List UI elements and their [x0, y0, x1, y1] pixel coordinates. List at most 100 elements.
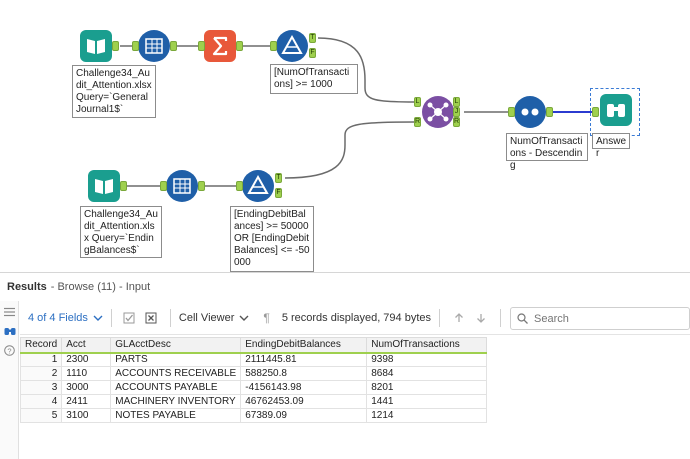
- table-row[interactable]: 1 2300 PARTS 2111445.81 9398: [19, 352, 488, 367]
- cell-acct: 2411: [61, 394, 112, 409]
- select-tool-1[interactable]: [138, 30, 170, 62]
- list-view-icon[interactable]: [0, 304, 19, 320]
- join-left-output-anchor[interactable]: L: [453, 97, 460, 107]
- cell-glacctdesc: MACHINERY INVENTORY: [110, 394, 242, 409]
- arrow-down-icon[interactable]: [470, 307, 492, 329]
- results-table: Record Acct GLAcctDesc EndingDebitBalanc…: [19, 337, 488, 423]
- fields-dropdown[interactable]: 4 of 4 Fields: [28, 307, 103, 329]
- browse-input-anchor[interactable]: [592, 107, 599, 117]
- filter-triangle-icon: [247, 174, 269, 194]
- cell-record: 2: [19, 366, 63, 381]
- summarize-tool[interactable]: [204, 30, 236, 62]
- browse-tool[interactable]: [600, 94, 632, 126]
- select1-output-anchor[interactable]: [170, 41, 177, 51]
- wire-filter1-join-left: [317, 37, 415, 103]
- cell-acct: 1110: [61, 366, 112, 381]
- cell-endingdebitbalances: 588250.8: [240, 366, 368, 381]
- input1-annotation: Challenge34_Audit_Attention.xlsx Query=`…: [72, 65, 156, 118]
- binoculars-view-icon[interactable]: [0, 323, 19, 339]
- cell-numoftransactions: 1441: [366, 394, 488, 409]
- records-info: 5 records displayed, 794 bytes: [281, 311, 432, 324]
- select-all-checkbox-button[interactable]: [118, 307, 140, 329]
- summarize-input-anchor[interactable]: [198, 41, 205, 51]
- cell-viewer-dropdown[interactable]: Cell Viewer: [179, 307, 249, 329]
- cell-endingdebitbalances: 67389.09: [240, 408, 368, 423]
- toolbar-divider: [169, 308, 171, 327]
- join-network-icon: [427, 102, 449, 122]
- cell-numoftransactions: 9398: [366, 352, 488, 367]
- sort-input-anchor[interactable]: [508, 107, 515, 117]
- filter2-input-anchor[interactable]: [236, 181, 243, 191]
- pilcrow-icon[interactable]: ¶: [263, 310, 270, 325]
- join-left-input-anchor[interactable]: L: [414, 97, 421, 107]
- filter-tool-2[interactable]: [242, 170, 274, 202]
- table-row[interactable]: 2 1110 ACCOUNTS RECEIVABLE 588250.8 8684: [19, 366, 488, 381]
- toolbar-divider: [110, 308, 112, 327]
- filter2-true-anchor[interactable]: T: [275, 173, 282, 183]
- help-icon[interactable]: ?: [0, 342, 19, 358]
- join-right-output-anchor[interactable]: R: [453, 117, 460, 127]
- input1-output-anchor[interactable]: [112, 41, 119, 51]
- filter1-false-anchor[interactable]: F: [309, 48, 316, 58]
- join-right-input-anchor[interactable]: R: [414, 117, 421, 127]
- cell-record: 1: [19, 352, 63, 367]
- join-join-output-anchor[interactable]: J: [453, 107, 460, 117]
- results-subtitle: - Browse (11) - Input: [50, 281, 151, 293]
- cell-numoftransactions: 8684: [366, 366, 488, 381]
- table-row[interactable]: 3 3000 ACCOUNTS PAYABLE -4156143.98 8201: [19, 380, 488, 395]
- filter1-input-anchor[interactable]: [270, 41, 277, 51]
- toolbar-divider: [439, 308, 441, 327]
- sort-output-anchor[interactable]: [546, 107, 553, 117]
- input2-output-anchor[interactable]: [120, 181, 127, 191]
- filter1-annotation: [NumOfTransactions] >= 1000: [270, 64, 358, 94]
- select-tool-2[interactable]: [166, 170, 198, 202]
- results-toolbar: 4 of 4 Fields Cell Viewer ¶ 5 records di…: [20, 301, 690, 335]
- summarize-output-anchor[interactable]: [236, 41, 243, 51]
- arrow-up-icon[interactable]: [448, 307, 470, 329]
- table-header-row: Record Acct GLAcctDesc EndingDebitBalanc…: [19, 337, 488, 354]
- select2-input-anchor[interactable]: [160, 181, 167, 191]
- column-header-numoftransactions[interactable]: NumOfTransactions: [366, 337, 488, 354]
- results-title: Results: [7, 281, 47, 293]
- column-header-glacctdesc[interactable]: GLAcctDesc: [110, 337, 242, 354]
- cell-glacctdesc: ACCOUNTS RECEIVABLE: [110, 366, 242, 381]
- search-input[interactable]: [534, 312, 674, 325]
- checkbox-icon: [123, 312, 135, 323]
- filter2-false-anchor[interactable]: F: [275, 188, 282, 198]
- cell-endingdebitbalances: -4156143.98: [240, 380, 368, 395]
- filter1-true-anchor[interactable]: T: [309, 33, 316, 43]
- input-data-tool-1[interactable]: [80, 30, 112, 62]
- chevron-down-icon: [239, 315, 249, 321]
- filter2-annotation: [EndingDebitBalances] >= 50000 OR [Endin…: [230, 206, 314, 272]
- grid-select-icon: [173, 178, 191, 194]
- deselect-all-button[interactable]: [140, 307, 162, 329]
- search-icon: [517, 313, 528, 324]
- connection-wires: [120, 37, 592, 187]
- browse-annotation: Answer: [592, 133, 630, 159]
- results-panel: Results - Browse (11) - Input ? 4 of 4 F…: [0, 272, 690, 459]
- column-header-endingdebitbalances[interactable]: EndingDebitBalances: [240, 337, 368, 354]
- toolbar-divider: [500, 308, 502, 327]
- workflow-canvas[interactable]: T F Challenge34_Audit_Attention.xlsx Que…: [0, 0, 690, 272]
- column-header-acct[interactable]: Acct: [61, 337, 112, 354]
- sort-tool[interactable]: [514, 96, 546, 128]
- cell-glacctdesc: ACCOUNTS PAYABLE: [110, 380, 242, 395]
- input-data-tool-2[interactable]: [88, 170, 120, 202]
- results-left-rail: ?: [0, 301, 19, 459]
- sigma-icon: [212, 36, 228, 56]
- search-box[interactable]: [510, 307, 690, 330]
- fields-dropdown-label: 4 of 4 Fields: [28, 311, 88, 324]
- book-icon: [87, 39, 105, 54]
- cell-viewer-label: Cell Viewer: [178, 311, 235, 324]
- join-tool[interactable]: [422, 96, 454, 128]
- table-row[interactable]: 5 3100 NOTES PAYABLE 67389.09 1214: [19, 408, 488, 423]
- sort-dots-icon: [521, 108, 539, 116]
- results-header: Results - Browse (11) - Input: [0, 273, 690, 301]
- select2-output-anchor[interactable]: [198, 181, 205, 191]
- select1-input-anchor[interactable]: [132, 41, 139, 51]
- filter-tool-1[interactable]: [276, 30, 308, 62]
- cell-acct: 2300: [61, 352, 112, 367]
- cell-endingdebitbalances: 46762453.09: [240, 394, 368, 409]
- table-row[interactable]: 4 2411 MACHINERY INVENTORY 46762453.09 1…: [19, 394, 488, 409]
- column-header-record[interactable]: Record: [19, 337, 63, 354]
